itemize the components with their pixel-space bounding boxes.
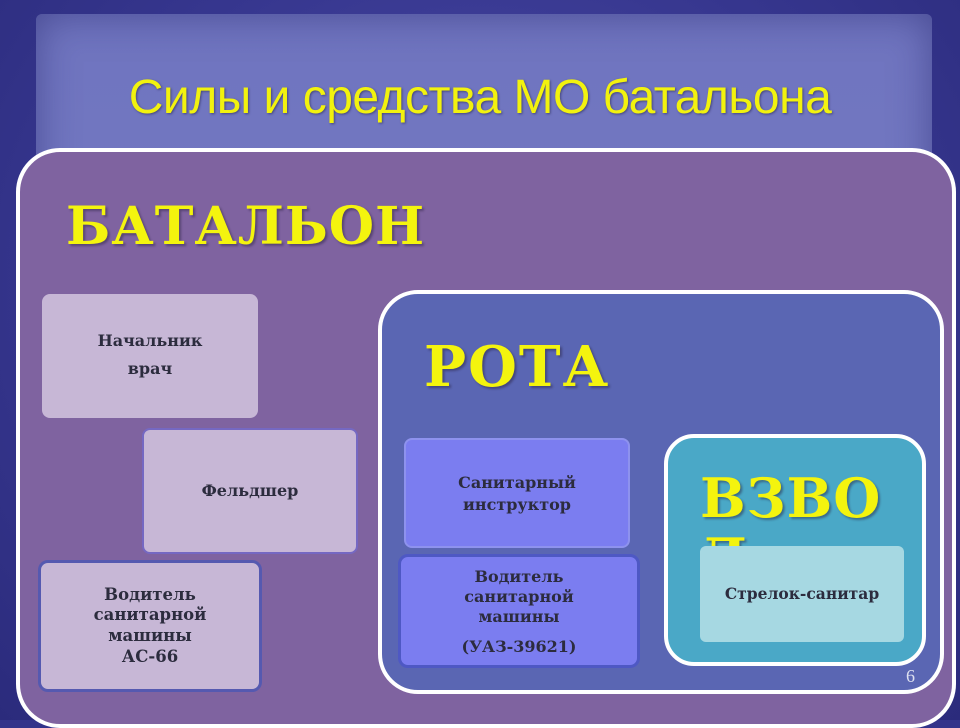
sanitary-instructor-line-1: Санитарный: [458, 473, 576, 492]
chief-doctor-line-2: врач: [127, 359, 173, 379]
sanitary-instructor-box: Санитарный инструктор: [404, 438, 630, 548]
chief-doctor-box: Начальник врач: [42, 294, 258, 418]
company-driver-line-3: машины: [478, 607, 560, 626]
rifleman-medic-label: Стрелок-санитар: [724, 584, 880, 604]
company-label: РОТА: [424, 334, 611, 400]
chief-doctor-line-1: Начальник: [97, 331, 203, 350]
battalion-driver-line-2: санитарной: [93, 605, 207, 625]
battalion-label: БАТАЛЬОН: [66, 196, 426, 257]
sanitary-instructor-line-2: инструктор: [463, 494, 571, 514]
rifleman-medic-box: Стрелок-санитар: [700, 546, 904, 642]
battalion-driver-box: Водитель санитарной машины АС-66: [38, 560, 262, 692]
feldsher-label: Фельдшер: [201, 480, 299, 500]
slide-title: Силы и средства МО батальона: [128, 71, 832, 124]
slide-number: 6: [906, 666, 915, 686]
battalion-driver-line-1: Водитель: [104, 584, 196, 604]
battalion-driver-line-4: АС-66: [121, 646, 179, 666]
feldsher-box: Фельдшер: [142, 428, 358, 554]
company-driver-line-1: Водитель: [474, 567, 564, 586]
company-driver-box: Водитель санитарной машины (УАЗ-39621): [398, 554, 640, 668]
company-driver-line-4: (УАЗ-39621): [461, 637, 577, 656]
battalion-driver-line-3: машины: [108, 626, 192, 645]
company-driver-line-2: санитарной: [464, 587, 574, 606]
